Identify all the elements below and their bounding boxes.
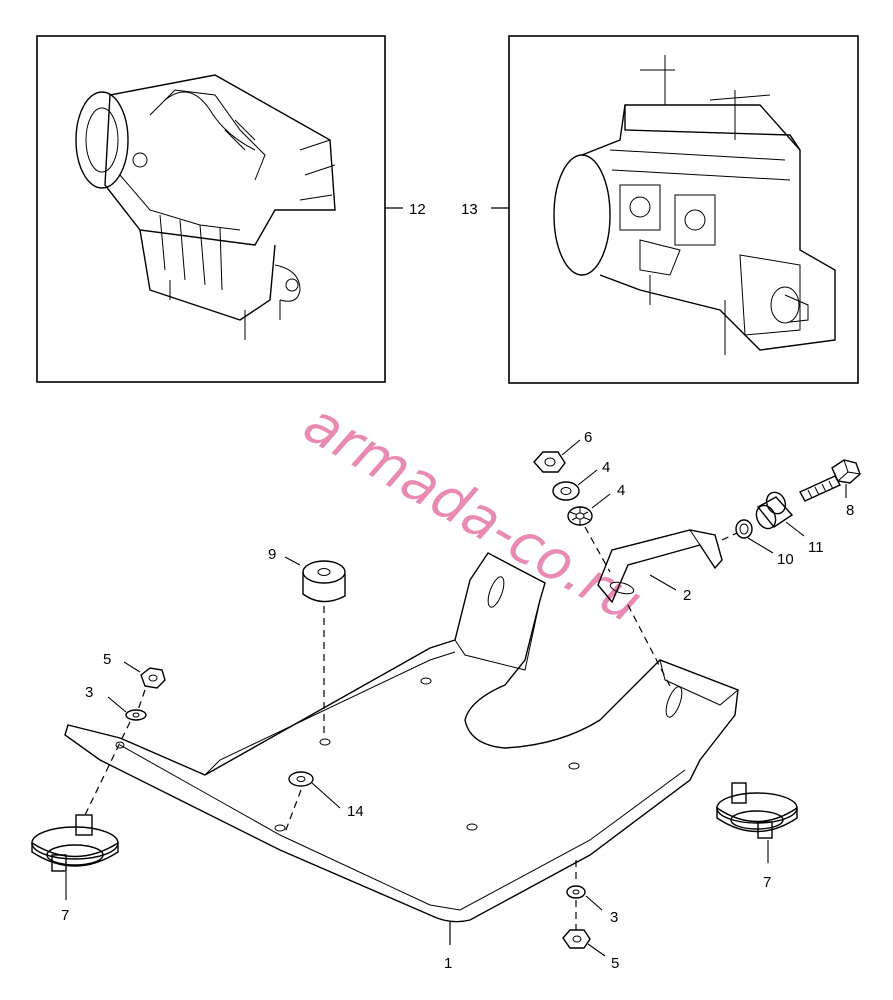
- callout-13[interactable]: 13: [461, 201, 478, 218]
- callout-12[interactable]: 12: [409, 201, 426, 218]
- spacer-part-9[interactable]: [302, 560, 346, 603]
- ring-part-10[interactable]: [735, 519, 753, 539]
- washer-part-3-right[interactable]: [566, 885, 586, 899]
- engine-variant-12-panel[interactable]: [36, 35, 386, 383]
- engine-variant-13-panel[interactable]: [508, 35, 859, 384]
- callout-5-right[interactable]: 5: [611, 955, 619, 972]
- callout-8[interactable]: 8: [846, 502, 854, 519]
- nut-part-5-left[interactable]: [140, 667, 166, 689]
- callout-3-left[interactable]: 3: [85, 684, 93, 701]
- callout-11[interactable]: 11: [808, 539, 824, 556]
- callout-7-right[interactable]: 7: [763, 874, 771, 891]
- callout-3-right[interactable]: 3: [610, 909, 618, 926]
- mounting-plate-part-1[interactable]: [64, 552, 739, 923]
- callout-2[interactable]: 2: [683, 587, 691, 604]
- callout-6[interactable]: 6: [584, 429, 592, 446]
- callout-14[interactable]: 14: [347, 803, 364, 820]
- bushing-part-11[interactable]: [753, 489, 794, 531]
- callout-1[interactable]: 1: [444, 955, 452, 972]
- nut-part-6[interactable]: [533, 451, 566, 473]
- callout-5-left[interactable]: 5: [103, 651, 111, 668]
- washer-part-3-left[interactable]: [125, 709, 147, 721]
- bolt-part-8[interactable]: [799, 459, 861, 502]
- engine-13-illustration: [553, 55, 836, 355]
- callout-10[interactable]: 10: [777, 551, 794, 568]
- rubber-mount-part-7-left[interactable]: [31, 814, 119, 872]
- callout-4-upper[interactable]: 4: [602, 459, 610, 476]
- watermark-text: armada-co.ru: [293, 391, 653, 636]
- nut-part-5-right[interactable]: [562, 929, 591, 949]
- lock-washer-part-4-lower[interactable]: [567, 506, 593, 526]
- bracket-part-2[interactable]: [597, 529, 723, 604]
- callout-7-left[interactable]: 7: [61, 907, 69, 924]
- washer-part-14[interactable]: [288, 771, 314, 787]
- rubber-mount-part-7-right[interactable]: [716, 782, 798, 839]
- callout-4-lower[interactable]: 4: [617, 482, 625, 499]
- callout-9[interactable]: 9: [268, 546, 276, 563]
- engine-12-illustration: [75, 74, 336, 340]
- lock-washer-part-4-upper[interactable]: [552, 481, 580, 501]
